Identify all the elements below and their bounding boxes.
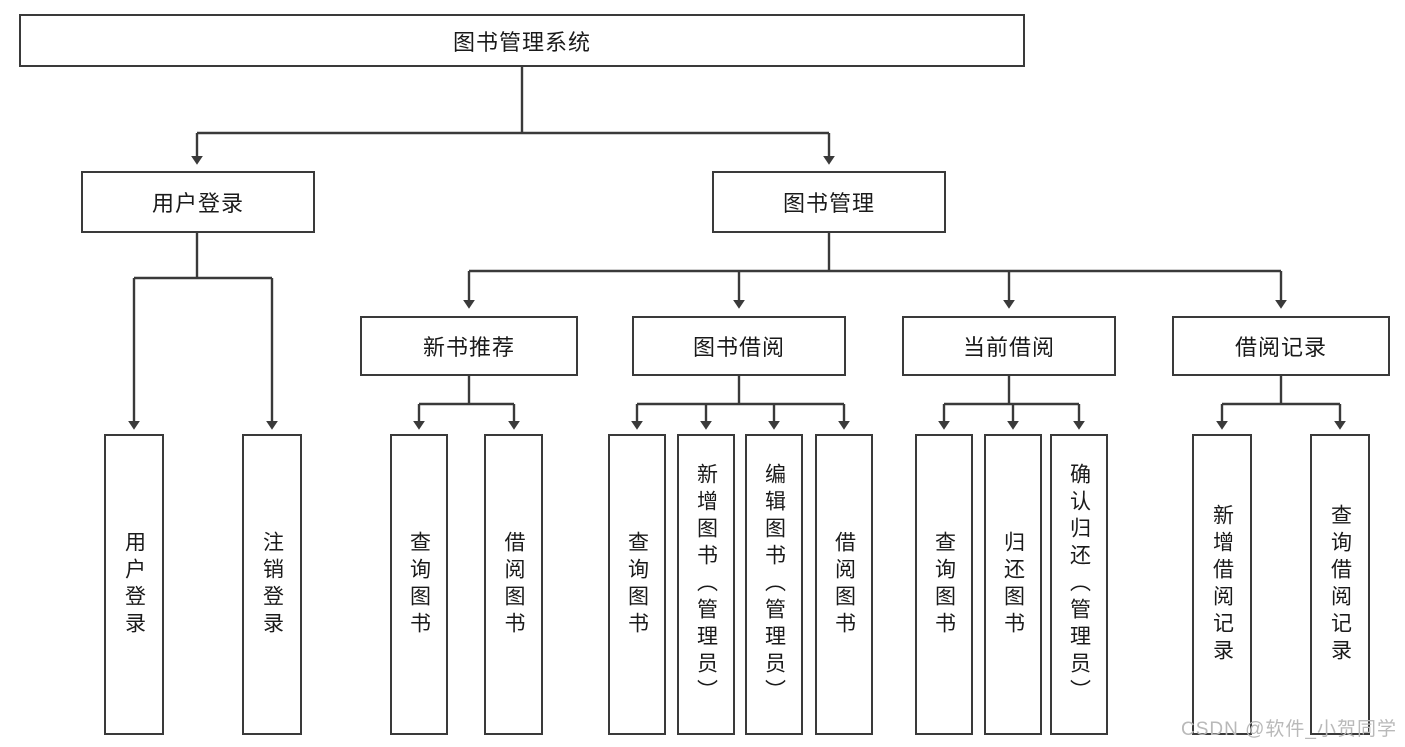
leaf-book-borrow-add[interactable]: 新增图书（管理员） (677, 434, 735, 735)
node-label: 确认归还（管理员） (1067, 463, 1091, 706)
node-label: 新增借阅记录 (1210, 503, 1234, 666)
node-borrow-record[interactable]: 借阅记录 (1172, 316, 1390, 376)
node-label: 查询图书 (625, 530, 649, 639)
leaf-book-borrow-query[interactable]: 查询图书 (608, 434, 666, 735)
node-label: 新增图书（管理员） (694, 463, 718, 706)
node-root-book-management-system[interactable]: 图书管理系统 (19, 14, 1025, 67)
node-label: 归还图书 (1001, 530, 1025, 639)
node-label: 查询借阅记录 (1328, 503, 1352, 666)
node-label: 借阅图书 (832, 530, 856, 639)
leaf-borrow-record-query[interactable]: 查询借阅记录 (1310, 434, 1370, 735)
node-label: 图书借阅 (692, 335, 785, 360)
node-label: 用户登录 (151, 191, 244, 216)
node-label: 查询图书 (407, 530, 431, 639)
leaf-user-login-login[interactable]: 用户登录 (104, 434, 164, 735)
leaf-current-borrow-query[interactable]: 查询图书 (915, 434, 973, 735)
node-current-borrow[interactable]: 当前借阅 (902, 316, 1116, 376)
leaf-borrow-record-add[interactable]: 新增借阅记录 (1192, 434, 1252, 735)
leaf-current-borrow-return[interactable]: 归还图书 (984, 434, 1042, 735)
node-label: 图书管理系统 (452, 29, 591, 55)
leaf-new-book-borrow[interactable]: 借阅图书 (484, 434, 543, 735)
node-label: 当前借阅 (962, 335, 1055, 360)
node-label: 编辑图书（管理员） (762, 463, 786, 706)
leaf-user-login-logout[interactable]: 注销登录 (242, 434, 302, 735)
leaf-book-borrow-edit[interactable]: 编辑图书（管理员） (745, 434, 803, 735)
node-label: 借阅记录 (1234, 335, 1327, 360)
node-new-book-recommend[interactable]: 新书推荐 (360, 316, 578, 376)
node-label: 用户登录 (122, 530, 146, 639)
leaf-new-book-query[interactable]: 查询图书 (390, 434, 448, 735)
node-label: 图书管理 (782, 191, 875, 216)
leaf-book-borrow-borrow[interactable]: 借阅图书 (815, 434, 873, 735)
node-label: 借阅图书 (502, 530, 525, 639)
node-user-login[interactable]: 用户登录 (81, 171, 315, 233)
node-label: 查询图书 (932, 530, 956, 639)
leaf-current-borrow-confirm-return[interactable]: 确认归还（管理员） (1050, 434, 1108, 735)
watermark: CSDN @软件_小贺同学 (1181, 719, 1397, 740)
node-label: 新书推荐 (422, 335, 515, 360)
node-label: 注销登录 (260, 530, 284, 639)
node-book-management[interactable]: 图书管理 (712, 171, 946, 233)
node-book-borrow[interactable]: 图书借阅 (632, 316, 846, 376)
